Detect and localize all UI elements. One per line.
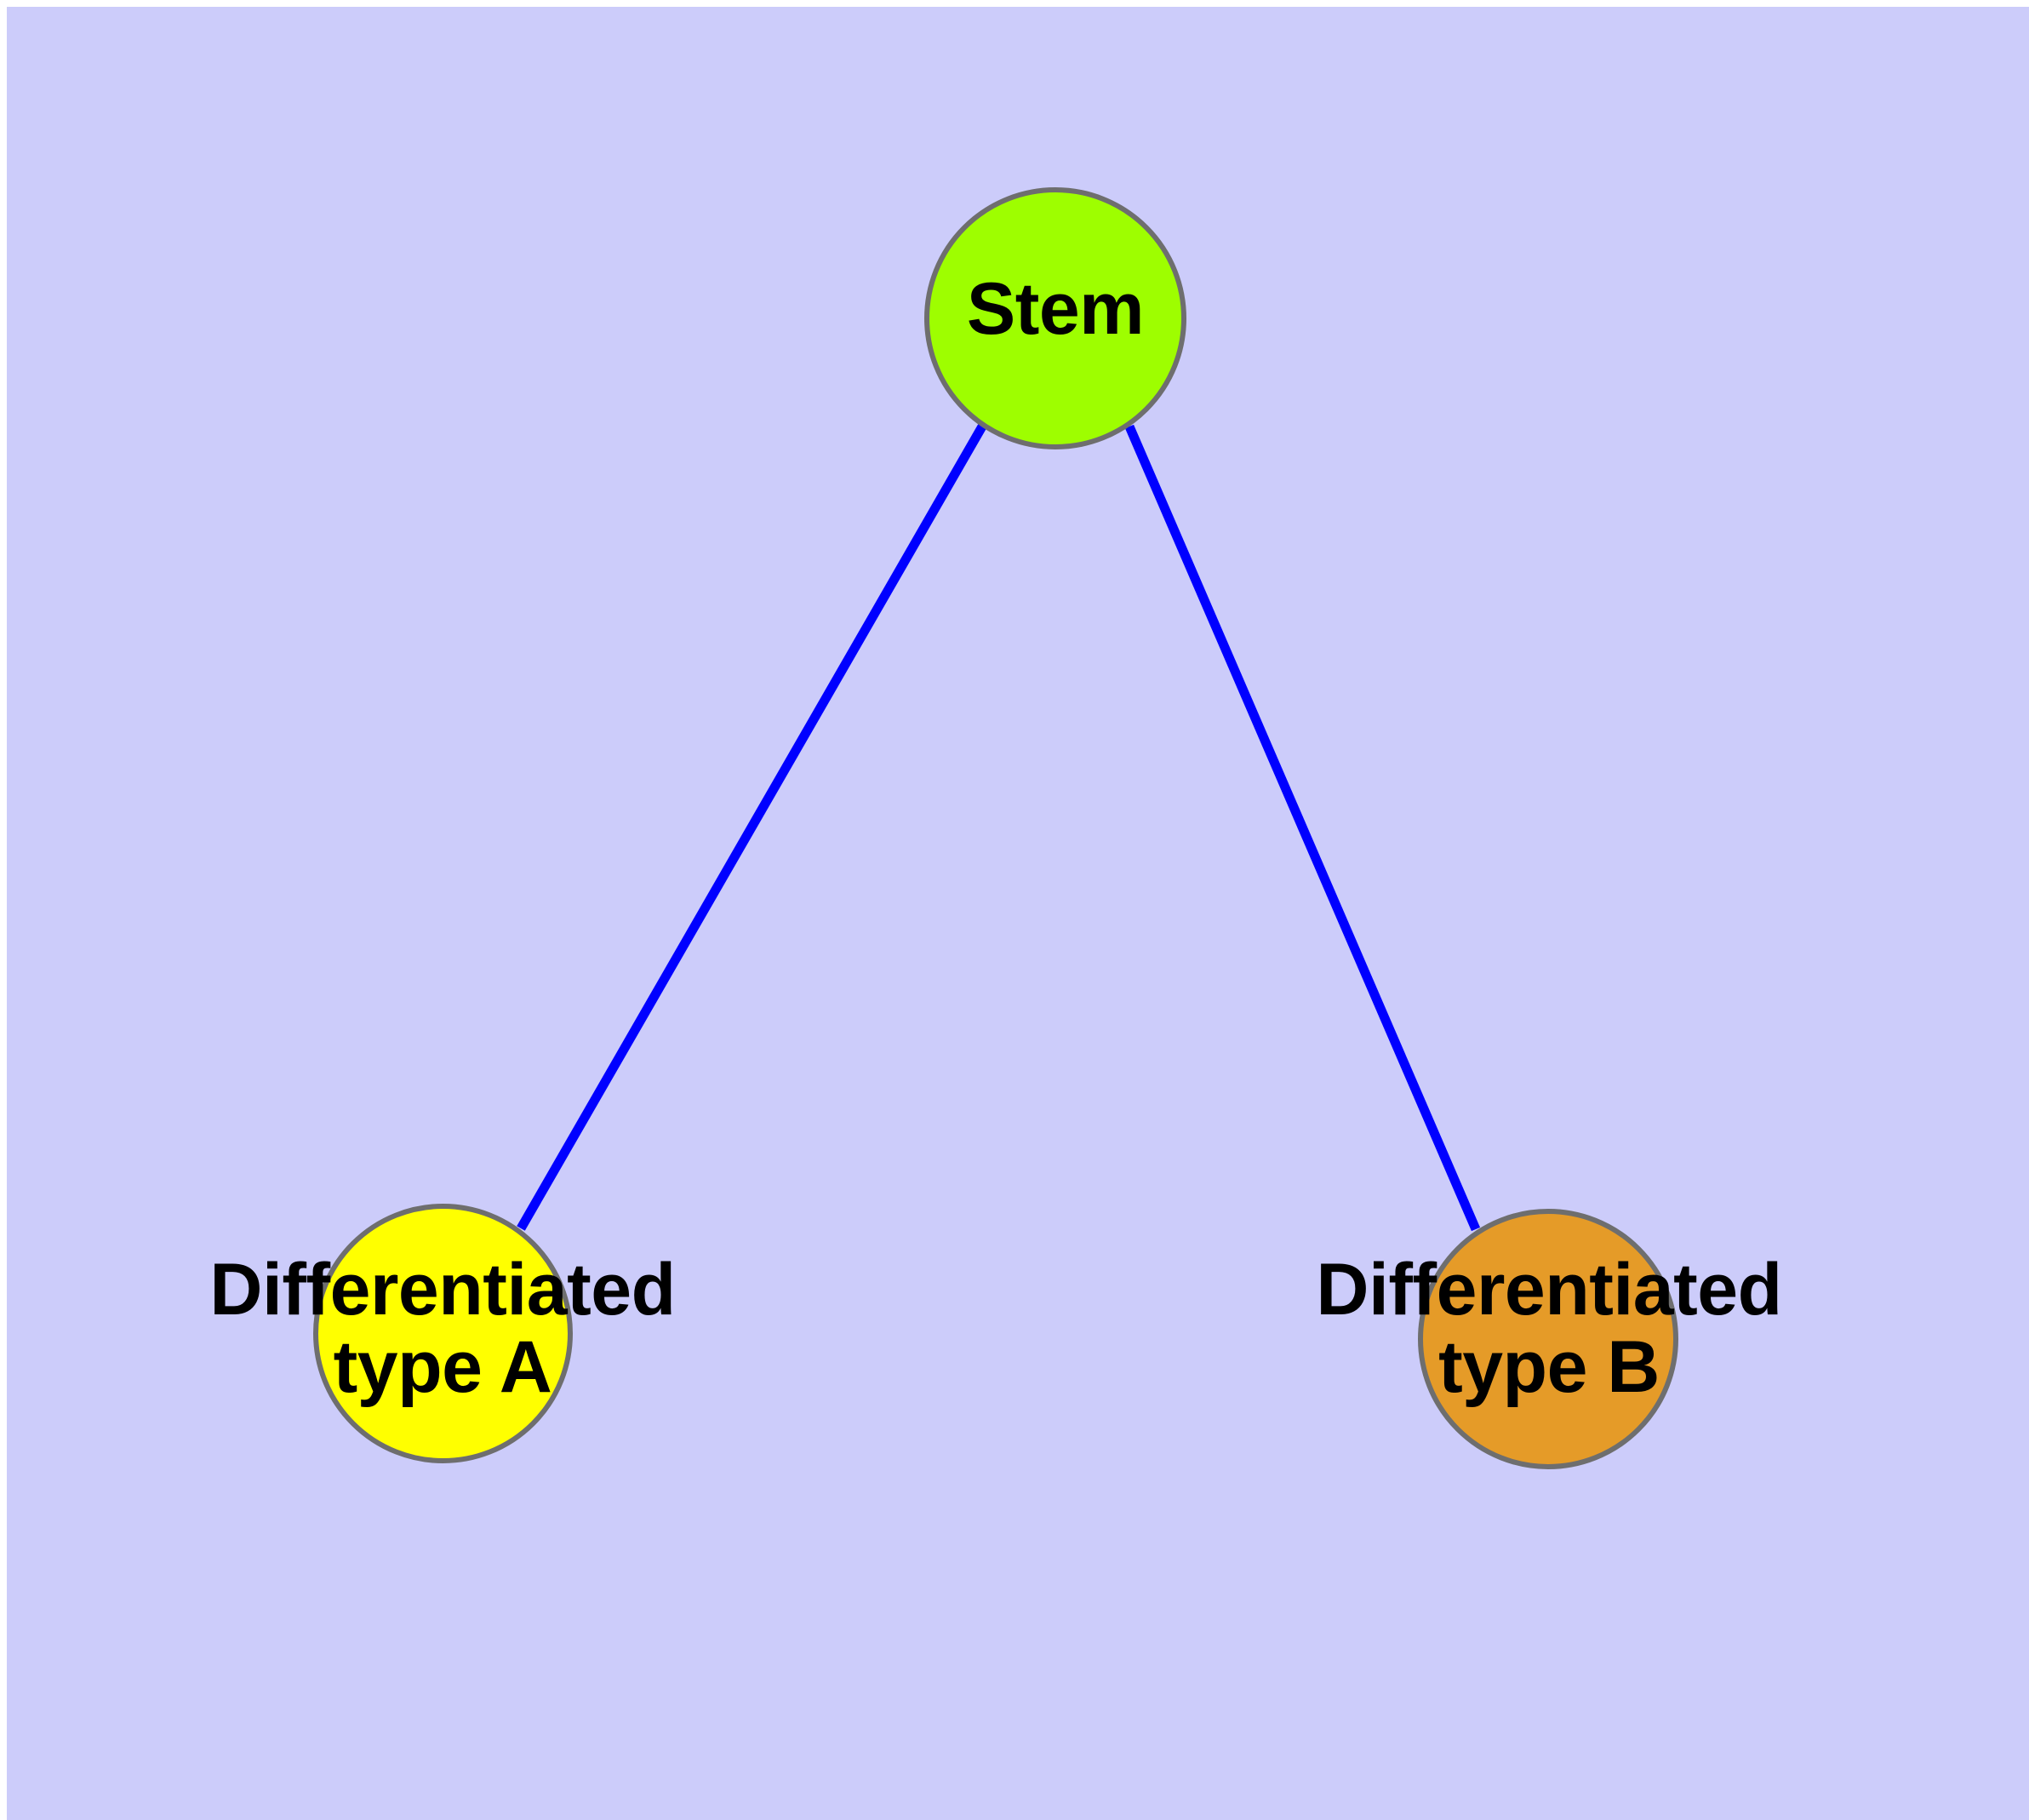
edge-stem-to-differentiated-type-b [1124,424,1481,1232]
node-stem[interactable] [924,187,1186,449]
node-differentiated-type-b[interactable] [1418,1209,1678,1469]
edge-stem-to-differentiated-type-a [517,424,986,1231]
node-differentiated-type-a[interactable] [313,1204,573,1463]
